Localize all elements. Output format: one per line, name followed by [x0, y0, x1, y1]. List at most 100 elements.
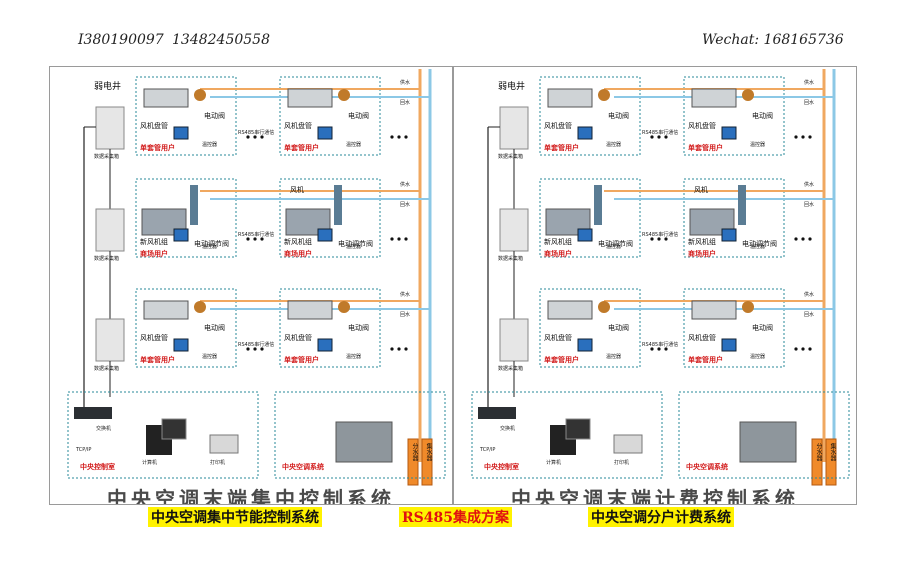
adjusting-valve-label: 电动调节阀 [598, 240, 633, 248]
water-collector-label: 集水器 [425, 443, 432, 461]
caption-middle: RS485集成方案 [399, 507, 512, 527]
mall-user-label: 商场用户 [688, 250, 716, 258]
valve-label: 电动阀 [348, 112, 369, 120]
tcpip-label: TCP/IP [480, 447, 496, 453]
thermostat [577, 338, 593, 352]
mall-user-label: 商场用户 [544, 250, 572, 258]
monitor [565, 418, 591, 440]
continuation-dot [801, 237, 805, 241]
computer-label: 计算机 [142, 460, 158, 466]
user-zone-box [279, 288, 381, 368]
continuation-dot [794, 347, 798, 351]
continuation-dot [808, 135, 812, 139]
continuation-dot [794, 237, 798, 241]
continuation-dot [246, 347, 250, 351]
control-room-label: 中央控制室 [484, 463, 519, 471]
rs485-label: RS485串行通信 [642, 342, 679, 348]
continuation-dot [808, 347, 812, 351]
continuation-dot [397, 347, 401, 351]
rs485-label: RS485串行通信 [238, 342, 275, 348]
thermostat [721, 126, 737, 140]
shaft-label: 弱电井 [498, 82, 526, 92]
mall-user-label: 商场用户 [140, 250, 168, 258]
return-label: 回水 [400, 100, 411, 106]
user-zone-box [683, 178, 785, 258]
valve-label: 电动阀 [204, 324, 225, 332]
adjusting-valve [738, 185, 746, 225]
supply-label: 供水 [804, 80, 815, 86]
ac-system-box [678, 391, 850, 479]
ac-system-box [274, 391, 446, 479]
control-room-box [67, 391, 259, 479]
printer-label: 打印机 [614, 460, 630, 466]
continuation-dot [260, 237, 264, 241]
fcu-label: 风机盘管 [544, 122, 572, 130]
adjusting-valve-label: 电动调节阀 [338, 240, 373, 248]
fan-coil-unit [547, 88, 593, 108]
switch-label: 交换机 [500, 426, 516, 432]
continuation-dot [390, 237, 394, 241]
thermostat-label: 温控器 [606, 244, 622, 250]
thermostat [577, 126, 593, 140]
thermostat-label: 温控器 [606, 354, 622, 360]
electric-valve [742, 89, 754, 101]
user-zone-box [279, 178, 381, 258]
continuation-dot [664, 135, 668, 139]
data-collector-box [499, 106, 529, 150]
user-zone-box [279, 76, 381, 156]
single-user-label: 单套管用户 [284, 356, 319, 364]
thermostat [173, 338, 189, 352]
fan-coil-unit [691, 300, 737, 320]
data-collector-box [95, 318, 125, 362]
thermostat-label: 温控器 [750, 354, 766, 360]
ac-system-label: 中央空调系统 [282, 463, 324, 471]
fresh-unit-label: 新风机组 [544, 238, 572, 246]
water-separator [811, 438, 823, 486]
adjusting-valve-label: 电动调节阀 [194, 240, 229, 248]
system-title: 中央空调末端集中控制系统 [107, 487, 395, 505]
collector-label: 数据采集箱 [498, 154, 524, 160]
thermostat-label: 温控器 [346, 354, 362, 360]
collector-label: 数据采集箱 [94, 256, 120, 262]
tcpip-label: TCP/IP [76, 447, 92, 453]
rs485-label: RS485串行通信 [642, 232, 679, 238]
fresh-unit-label: 新风机组 [140, 238, 168, 246]
thermostat [317, 228, 333, 242]
monitor [161, 418, 187, 440]
fcu-label: 风机盘管 [140, 122, 168, 130]
thermostat [317, 338, 333, 352]
single-user-label: 单套管用户 [140, 356, 175, 364]
supply-label: 供水 [804, 292, 815, 298]
fresh-unit-label: 新风机组 [688, 238, 716, 246]
thermostat [173, 228, 189, 242]
thermostat-label: 温控器 [202, 244, 218, 250]
continuation-dot [650, 347, 654, 351]
thermostat-label: 温控器 [346, 142, 362, 148]
continuation-dot [246, 237, 250, 241]
continuation-dot [404, 237, 408, 241]
continuation-dot [390, 347, 394, 351]
continuation-dot [657, 237, 661, 241]
data-collector-box [499, 318, 529, 362]
valve-label: 电动阀 [752, 112, 773, 120]
chiller-unit [335, 421, 393, 463]
system-title: 中央空调末端计费控制系统 [511, 487, 799, 505]
valve-label: 电动阀 [348, 324, 369, 332]
electric-valve [598, 89, 610, 101]
fcu-label: 风机盘管 [688, 334, 716, 342]
valve-label: 电动阀 [608, 324, 629, 332]
electric-valve [194, 301, 206, 313]
fan-coil-unit [287, 300, 333, 320]
water-separator [407, 438, 419, 486]
thermostat-label: 温控器 [202, 354, 218, 360]
continuation-dot [253, 237, 257, 241]
continuation-dot [808, 237, 812, 241]
switch-label: 交换机 [96, 426, 112, 432]
continuation-dot [650, 135, 654, 139]
supply-label: 供水 [804, 182, 815, 188]
electric-valve [598, 301, 610, 313]
rs485-label: RS485串行通信 [238, 232, 275, 238]
continuation-dot [794, 135, 798, 139]
fan-coil-unit [287, 88, 333, 108]
return-label: 回水 [400, 312, 411, 318]
